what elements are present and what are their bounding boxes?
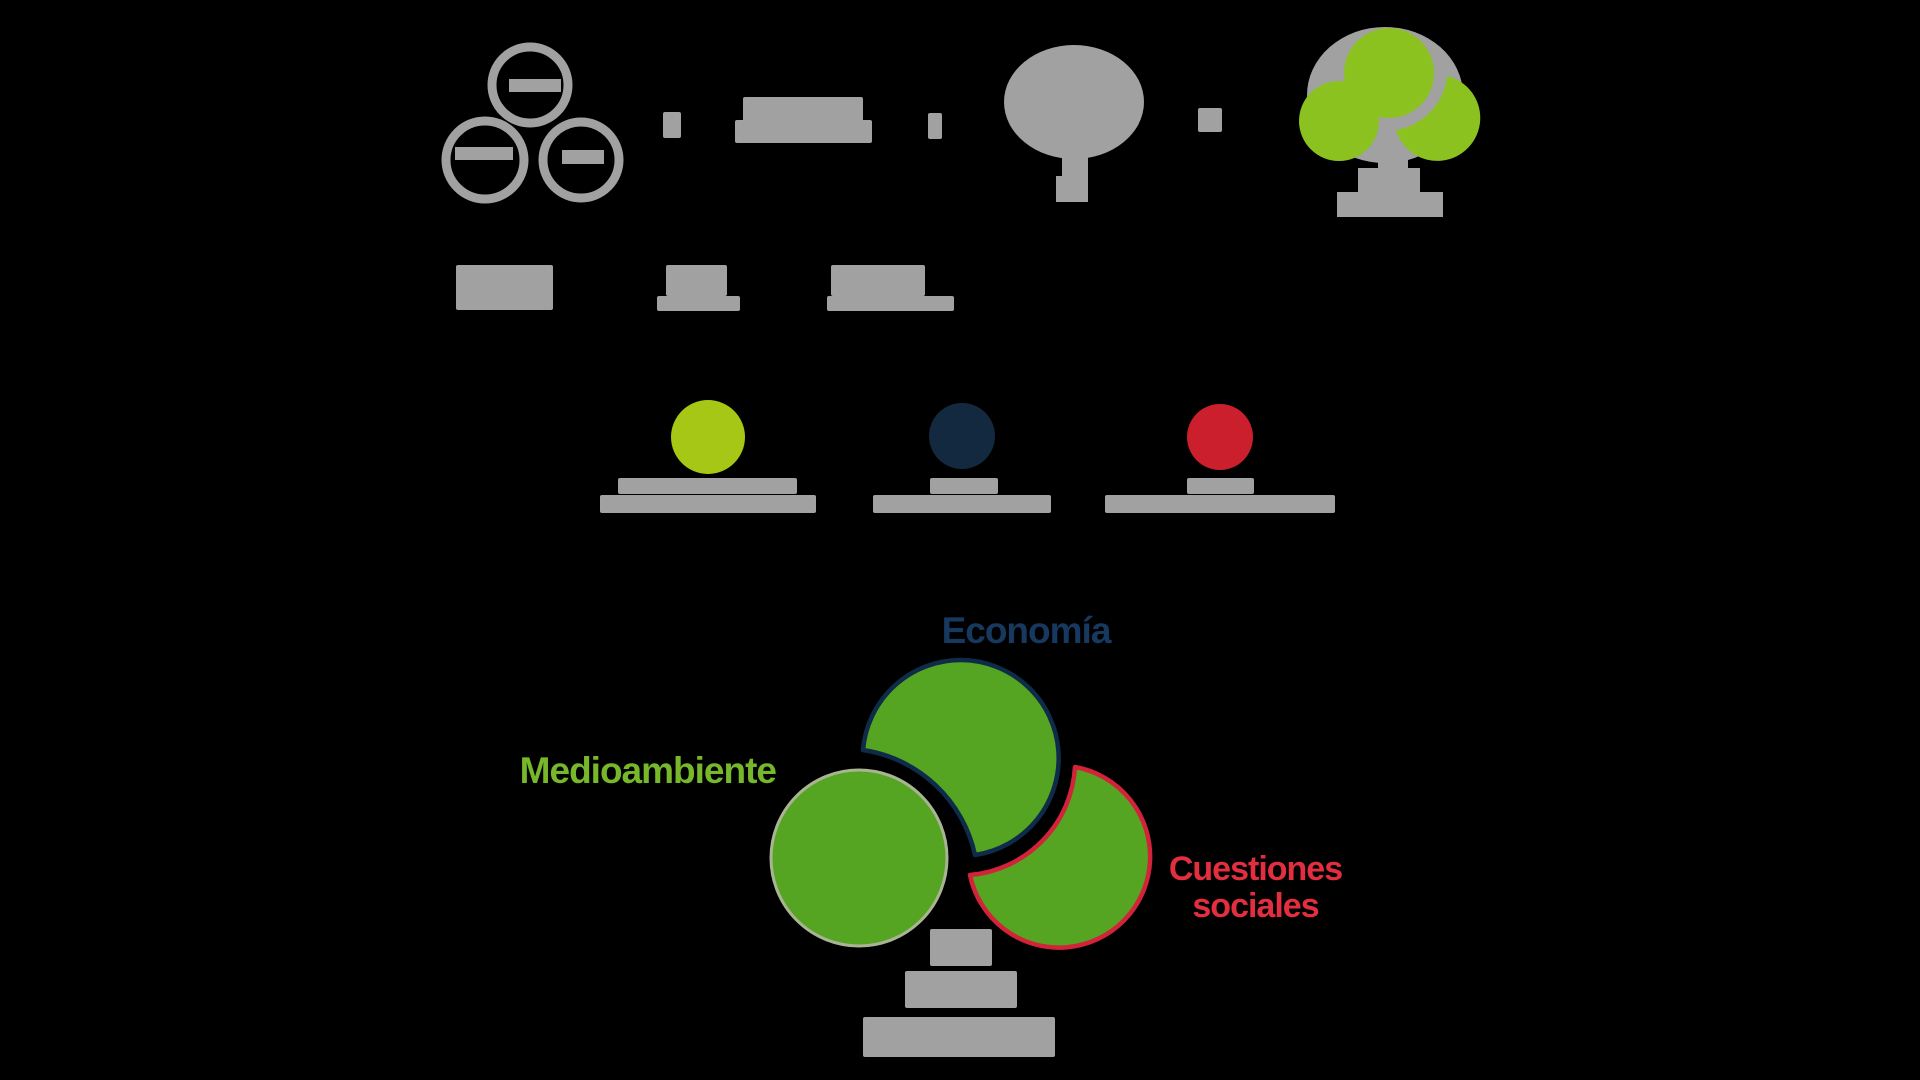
social-circle-crescent [967, 764, 1153, 950]
legend-dots [671, 400, 1253, 474]
legend-green-caption-line1 [618, 478, 797, 494]
blurred-word-top-a [743, 97, 863, 123]
minus-circle-top [487, 42, 573, 128]
gray-tree-icon [1004, 45, 1144, 202]
green-tree-trunk-step [1358, 168, 1420, 194]
legend-dot-green [671, 400, 745, 474]
social-label-line2: sociales [1192, 887, 1319, 925]
social-label: Cuestiones sociales [1138, 851, 1373, 925]
economy-circle-crescent [860, 657, 1061, 858]
gray-tree-foot [1056, 176, 1088, 202]
green-tree-leaf-right-crescent [1396, 76, 1481, 161]
minus-bar-right [562, 150, 604, 164]
legend-red-caption-line2 [1105, 495, 1335, 513]
row2-blurred-label-2-line2 [657, 296, 740, 311]
legend-dot-navy [929, 403, 995, 469]
plus-symbol-blur-1 [663, 112, 681, 138]
legend-navy-caption-line1 [930, 478, 998, 494]
three-circles-minus-icon [441, 42, 624, 204]
blurred-word-top-b [735, 120, 872, 143]
minus-circle-right [538, 117, 624, 203]
green-tree-icon [1299, 27, 1481, 217]
row2-blurred-label-3-line2 [827, 296, 954, 311]
legend-dot-red [1187, 404, 1253, 470]
gray-tree-canopy [1004, 45, 1144, 159]
diagram-center-blur-line1 [930, 929, 992, 966]
diagram-center-blur-line3 [863, 1017, 1055, 1057]
green-tree-leaf-left [1299, 81, 1379, 161]
row2-blurred-label-2-line1 [666, 265, 727, 296]
environment-label: Medioambiente [519, 750, 777, 791]
green-tree-base [1337, 192, 1443, 217]
minus-circle-left [441, 116, 529, 204]
plus-symbol-blur-2 [928, 113, 942, 139]
minus-bar-left [455, 147, 513, 160]
row2-blurred-label-3-line1 [831, 265, 925, 296]
equals-symbol-blur [1198, 108, 1222, 132]
legend-green-caption-line2 [600, 495, 816, 513]
diagram-center-blur-line2 [905, 971, 1017, 1008]
legend-navy-caption-line2 [873, 495, 1051, 513]
environment-circle [769, 768, 949, 948]
social-label-line1: Cuestiones [1168, 850, 1343, 888]
minus-bar-top [509, 79, 561, 92]
legend-red-caption-line1 [1187, 478, 1254, 494]
row2-blurred-label-1 [456, 265, 553, 310]
economy-label: Economía [941, 610, 1112, 651]
sustainability-pinwheel-diagram [769, 657, 1153, 950]
